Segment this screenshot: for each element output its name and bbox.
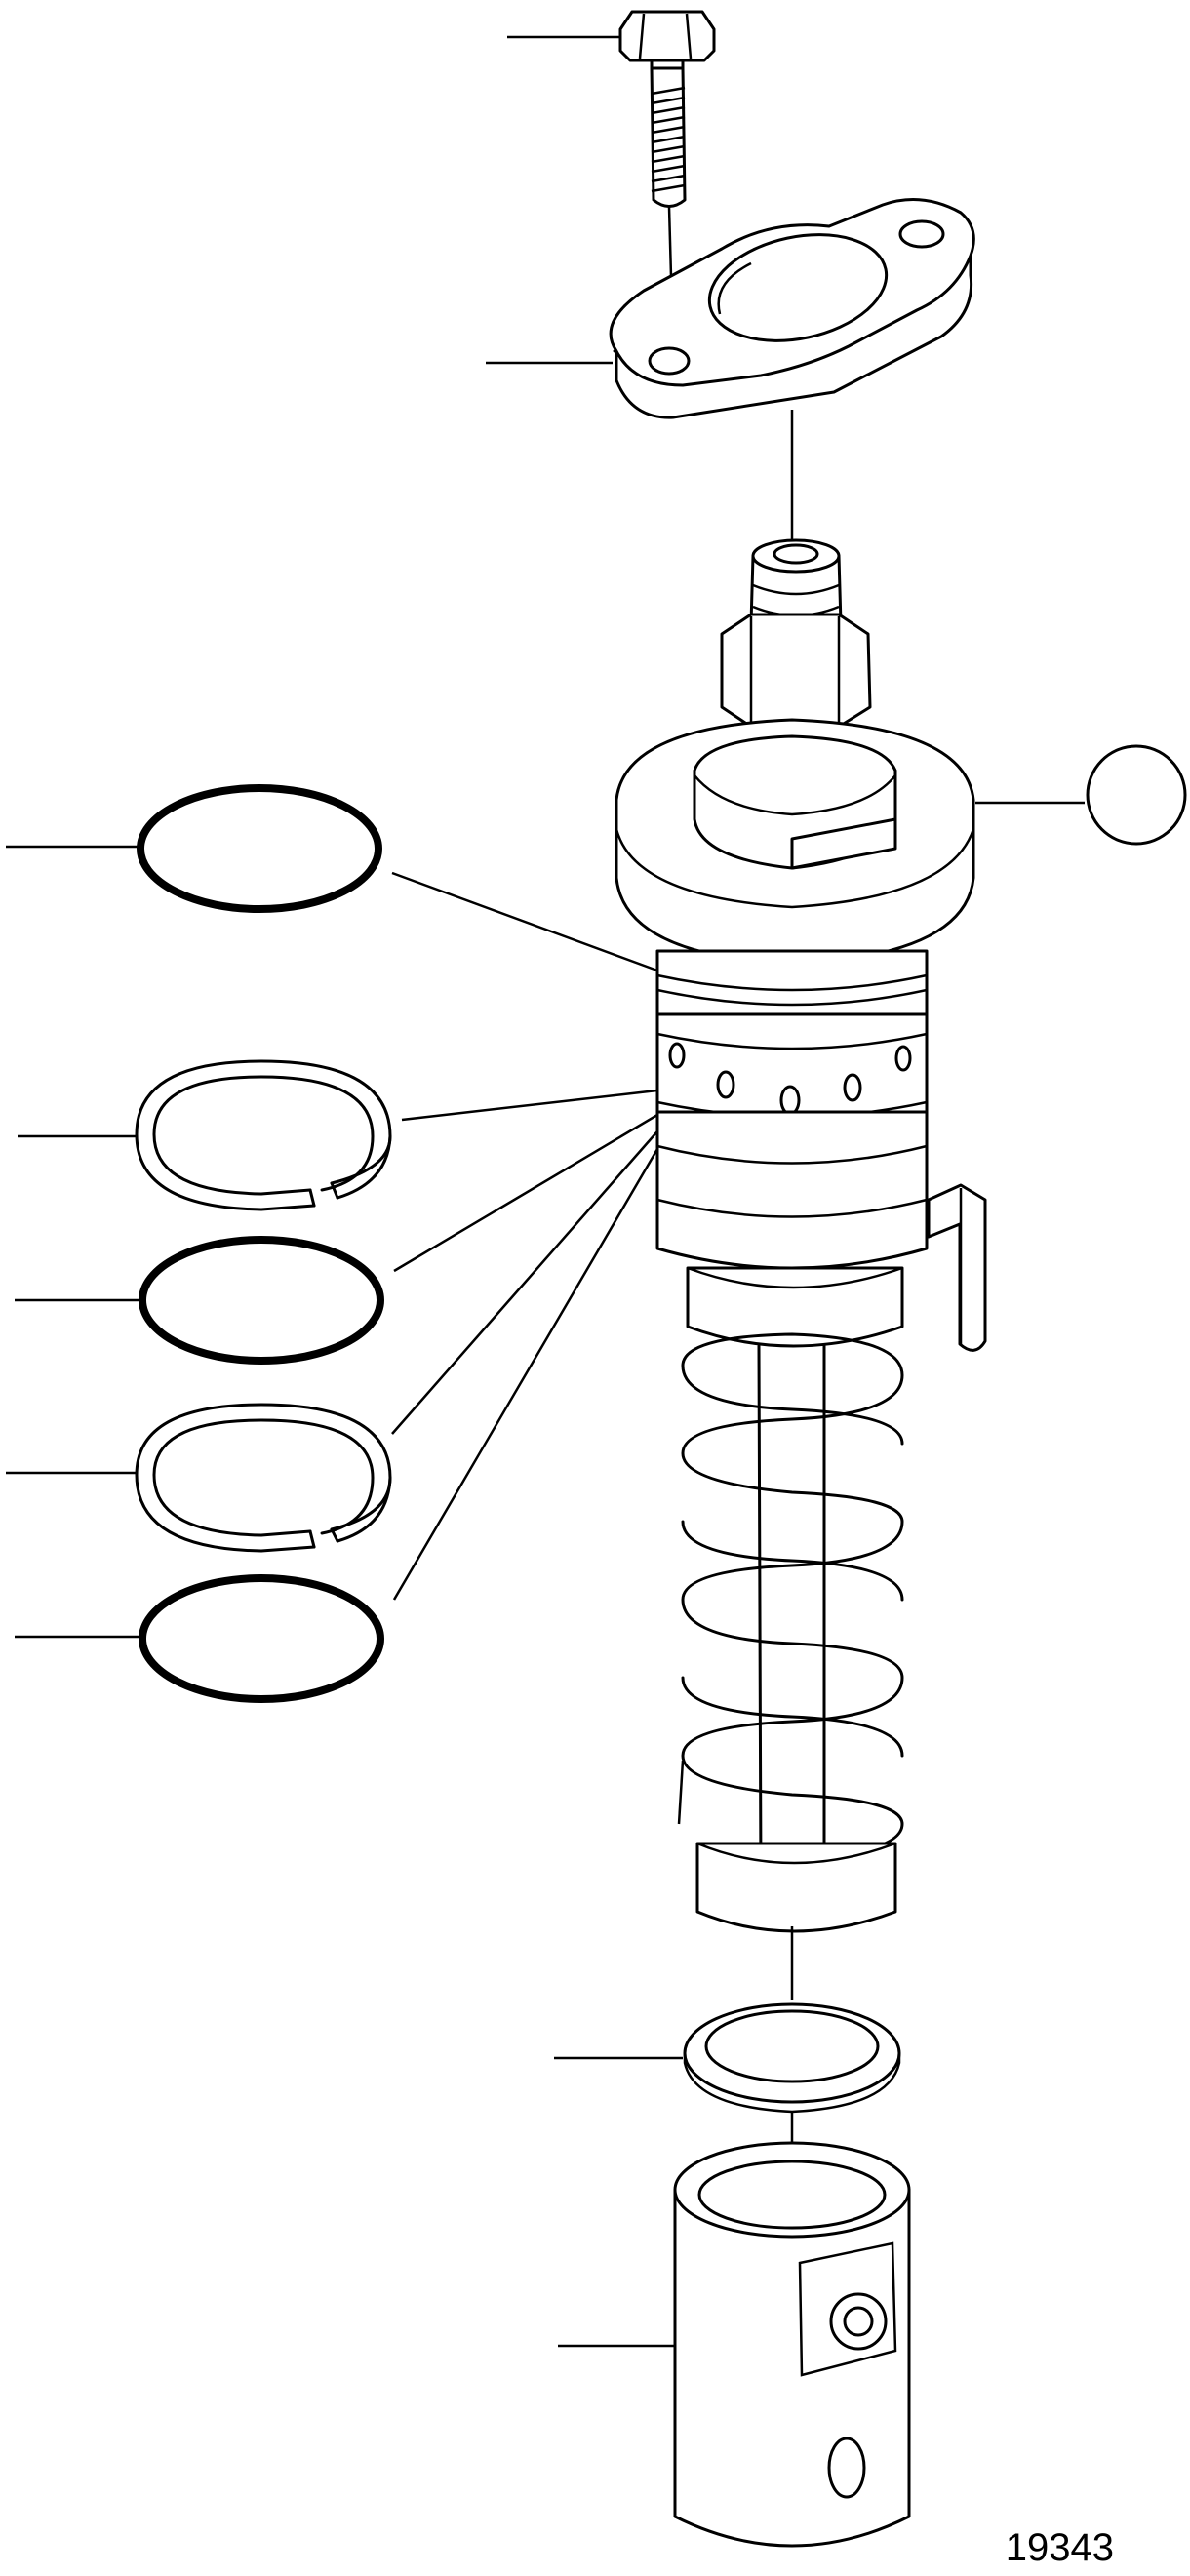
spring[interactable]: [677, 1332, 904, 1933]
o-ring-2-to-pump: [393, 1113, 658, 1273]
figure-number: 19343: [1005, 2526, 1114, 2569]
split-ring-1-to-pump: [401, 1089, 658, 1122]
o-ring-1[interactable]: [137, 784, 382, 913]
reference-circle: [1086, 744, 1187, 846]
o-ring-3[interactable]: [139, 1574, 384, 1703]
injector-pump-element[interactable]: [615, 538, 987, 1352]
washer[interactable]: [683, 2002, 901, 2114]
split-ring-2[interactable]: [135, 1403, 392, 1553]
o-ring-2[interactable]: [139, 1236, 384, 1365]
o-ring-3-to-pump: [392, 1148, 659, 1601]
split-ring-2-to-pump: [391, 1130, 658, 1435]
bolt[interactable]: [618, 10, 716, 208]
flange-plate[interactable]: [609, 198, 975, 419]
o-ring-1-to-pump: [391, 871, 658, 972]
split-ring-1[interactable]: [135, 1059, 392, 1211]
tappet[interactable]: [673, 2141, 911, 2548]
